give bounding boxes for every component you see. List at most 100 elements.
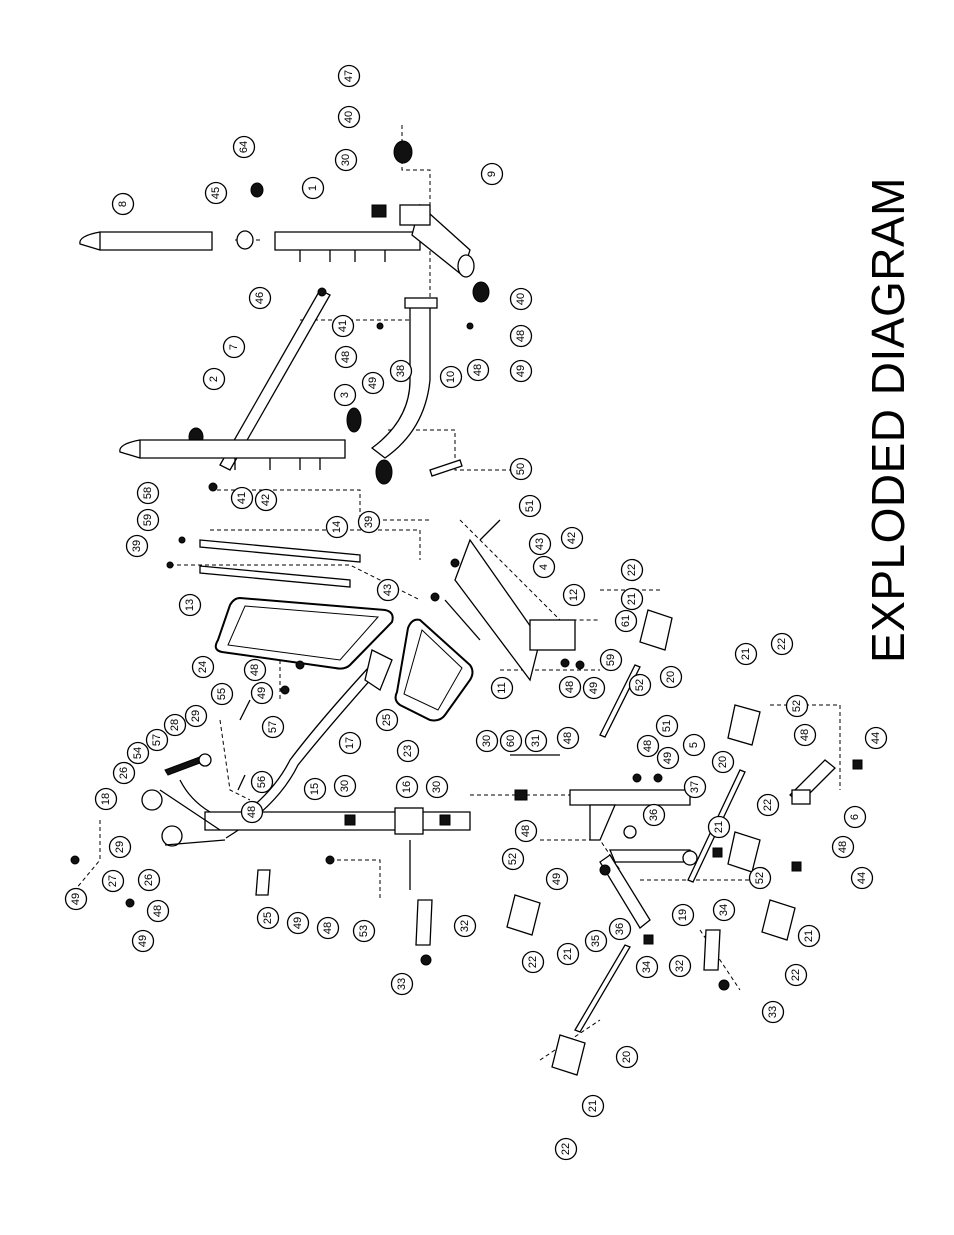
callout-c64: 64 [232, 135, 256, 159]
callout-circle [337, 105, 361, 129]
diagram-title: EXPLODED DIAGRAM [862, 177, 914, 663]
callout-c36: 36 [642, 803, 666, 827]
callout-circle [707, 815, 731, 839]
callout-circle [222, 335, 246, 359]
callout-label: 49 [367, 377, 379, 389]
callout-circle [316, 916, 340, 940]
callout-label: 28 [169, 719, 181, 731]
callout-label: 33 [396, 978, 408, 990]
callout-label: 8 [117, 201, 129, 207]
callout-c14: 14 [325, 515, 349, 539]
callout-label: 24 [197, 661, 209, 673]
callout-c43b: 43 [376, 578, 400, 602]
callout-label: 49 [256, 687, 268, 699]
callout-label: 22 [762, 799, 774, 811]
callout-c57b: 57 [261, 715, 285, 739]
callout-label: 25 [262, 912, 274, 924]
callout-label: 31 [530, 735, 542, 747]
callout-c1: 1 [301, 176, 325, 200]
callout-label: 21 [562, 948, 574, 960]
seat-pad-23 [394, 618, 474, 722]
callout-c36b: 36 [608, 917, 632, 941]
rods-13 [199, 459, 463, 588]
callout-c61: 61 [614, 609, 638, 633]
callout-c35: 35 [584, 929, 608, 953]
callout-c49b: 49 [509, 359, 533, 383]
callout-label: 48 [322, 922, 334, 934]
callout-c37: 37 [683, 775, 707, 799]
callout-c42a: 42 [254, 488, 278, 512]
callout-c60: 60 [499, 729, 523, 753]
callout-circle [250, 681, 274, 705]
callout-c48e: 48 [558, 675, 582, 699]
callout-c33b: 33 [761, 1000, 785, 1024]
callout-c12: 12 [562, 583, 586, 607]
callout-circle [514, 819, 538, 843]
callout-c28: 28 [163, 713, 187, 737]
callout-label: 22 [560, 1143, 572, 1155]
callout-label: 49 [137, 935, 149, 947]
callout-circle [125, 534, 149, 558]
callout-label: 61 [620, 615, 632, 627]
callout-circle [864, 726, 888, 750]
callout-label: 48 [340, 351, 352, 363]
callout-circle [137, 868, 161, 892]
callout-label: 36 [614, 923, 626, 935]
callout-label: 52 [507, 853, 519, 865]
callout-label: 49 [515, 365, 527, 377]
callout-label: 21 [587, 1100, 599, 1112]
callout-circle [334, 345, 358, 369]
callout-circle [843, 805, 867, 829]
callout-c21b: 21 [734, 642, 758, 666]
callout-circle [756, 793, 780, 817]
callout-circle [331, 314, 355, 338]
callout-circle [261, 715, 285, 739]
callout-label: 20 [717, 756, 729, 768]
callout-circle [334, 148, 358, 172]
upright-tube-1 [274, 203, 475, 278]
callout-circle [582, 676, 606, 700]
callout-c40b: 40 [509, 287, 533, 311]
callout-c22b: 22 [770, 632, 794, 656]
callout-c48j: 48 [514, 819, 538, 843]
back-pad-24 [214, 596, 394, 670]
callout-label: 33 [767, 1006, 779, 1018]
callout-label: 57 [267, 721, 279, 733]
callout-c30b: 30 [475, 729, 499, 753]
callout-c44a: 44 [864, 726, 888, 750]
callout-c10: 10 [439, 365, 463, 389]
callout-circle [131, 929, 155, 953]
callout-circle [232, 135, 256, 159]
callout-circle [748, 866, 772, 890]
callout-label: 44 [870, 732, 882, 744]
callout-circle [163, 713, 187, 737]
callout-label: 43 [382, 584, 394, 596]
callout-c59a: 59 [136, 508, 160, 532]
callout-label: 26 [118, 767, 130, 779]
callout-label: 10 [445, 371, 457, 383]
callout-label: 59 [605, 654, 617, 666]
callout-label: 48 [520, 825, 532, 837]
callout-circle [599, 648, 623, 672]
callout-label: 22 [790, 969, 802, 981]
callout-circle [556, 942, 580, 966]
knobs [188, 140, 490, 485]
callout-label: 43 [534, 538, 546, 550]
callout-c53: 53 [352, 919, 376, 943]
callout-circle [250, 770, 274, 794]
callout-c52c: 52 [501, 847, 525, 871]
callout-circle [361, 371, 385, 395]
callout-label: 7 [228, 344, 240, 350]
callout-circle [453, 914, 477, 938]
callout-circle [558, 675, 582, 699]
callout-circle [499, 729, 523, 753]
callout-c51b: 51 [655, 714, 679, 738]
callout-label: 34 [718, 904, 730, 916]
callout-c46: 46 [248, 286, 272, 310]
callout-label: 29 [190, 710, 202, 722]
callout-label: 17 [344, 737, 356, 749]
callout-label: 12 [568, 589, 580, 601]
callout-c11: 11 [490, 676, 514, 700]
callout-c20c: 20 [615, 1045, 639, 1069]
callout-c51: 51 [518, 494, 542, 518]
